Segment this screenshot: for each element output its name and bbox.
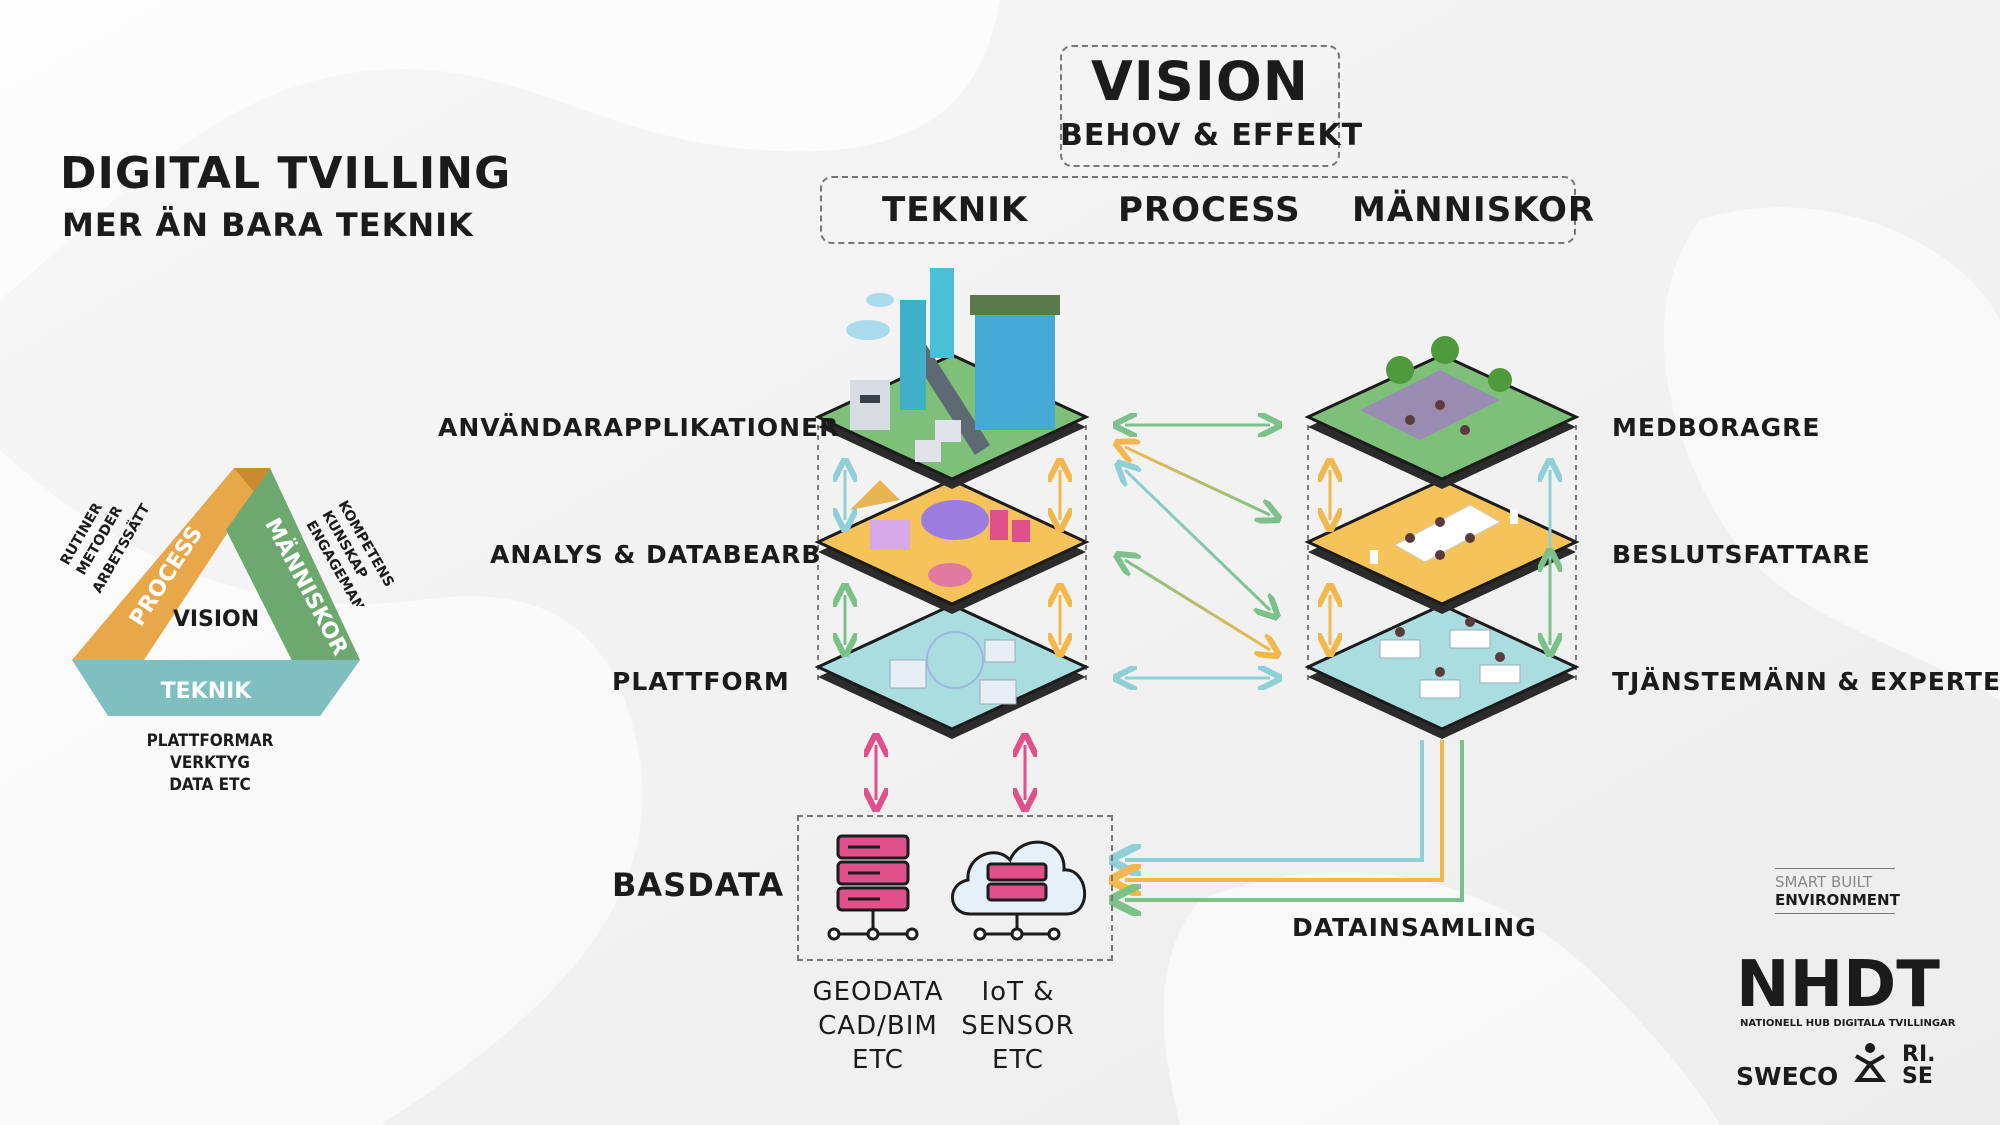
triangle-diagram: PROCESS MÄNNISKOR TEKNIK VISION: [72, 468, 360, 716]
vision-subtitle: BEHOV & EFFEKT: [1060, 118, 1364, 153]
page-title: DIGITAL TVILLING: [60, 148, 512, 199]
sweco-logo: SWECO: [1736, 1062, 1839, 1091]
datainsamling-label: DATAINSAMLING: [1292, 913, 1537, 942]
right-layer-beslutsfattare: [1304, 478, 1580, 614]
label-anvandarapplikationer: ANVÄNDARAPPLIKATIONER: [438, 413, 840, 442]
basdata-label: BASDATA: [612, 866, 785, 904]
triangle-label-teknik: TEKNIK: [161, 679, 253, 704]
source-iot: IoT & SENSOR ETC: [961, 977, 1075, 1075]
cloud-server-icon: [951, 840, 1086, 941]
left-layer-anvandarapplikationer: [814, 268, 1090, 489]
triangle-label-vision: VISION: [173, 607, 259, 632]
manniskor-notes: KOMPETENS KUNSKAP ENGAGEMANG: [303, 498, 397, 606]
teknik-note-3: DATA ETC: [169, 775, 251, 795]
teknik-notes: PLATTFORMAR VERKTYG DATA ETC: [140, 730, 280, 796]
right-layer-tjanstemann: [1304, 603, 1580, 739]
rise-logo: RI. SE: [1902, 1042, 1936, 1089]
vision-box: [1060, 45, 1340, 167]
pillar-manniskor: MÄNNISKOR: [1352, 190, 1596, 230]
right-layer-medborgare: [1304, 336, 1580, 489]
left-layer-analys: [814, 478, 1090, 614]
nhdt-subtitle: NATIONELL HUB DIGITALA TVILLINGAR: [1740, 1018, 1956, 1029]
left-layer-plattform: [814, 603, 1090, 739]
sweco-figure-icon: [1854, 1043, 1886, 1082]
smart-built-environment-logo: SMART BUILT ENVIRONMENT: [1775, 868, 1905, 914]
pillars-box: [820, 176, 1576, 244]
pillar-teknik: TEKNIK: [882, 190, 1029, 230]
label-tjanstemann: TJÄNSTEMÄNN & EXPERTER: [1612, 667, 2000, 696]
label-plattform: PLATTFORM: [612, 667, 790, 696]
page-subtitle: MER ÄN BARA TEKNIK: [62, 206, 474, 244]
triangle-side-manniskor: [226, 468, 360, 716]
pillar-process: PROCESS: [1118, 190, 1301, 230]
label-medborgare: MEDBORAGRE: [1612, 413, 1821, 442]
nhdt-logo: NHDT: [1736, 948, 1940, 1022]
process-notes: RUTINER METODER ARBETSSÄTT: [58, 500, 154, 596]
teknik-note-1: PLATTFORMAR: [146, 731, 274, 751]
vision-title: VISION: [1091, 50, 1309, 113]
source-geodata: GEODATA CAD/BIM ETC: [812, 977, 944, 1075]
server-icon: [827, 834, 919, 941]
teknik-note-2: VERKTYG: [170, 753, 250, 773]
triangle-side-teknik: [72, 660, 360, 716]
label-beslutsfattare: BESLUTSFATTARE: [1612, 540, 1871, 569]
triangle-side-process: [72, 468, 270, 660]
label-analys: ANALYS & DATABEARB: [490, 540, 822, 569]
basdata-box: [797, 815, 1113, 961]
